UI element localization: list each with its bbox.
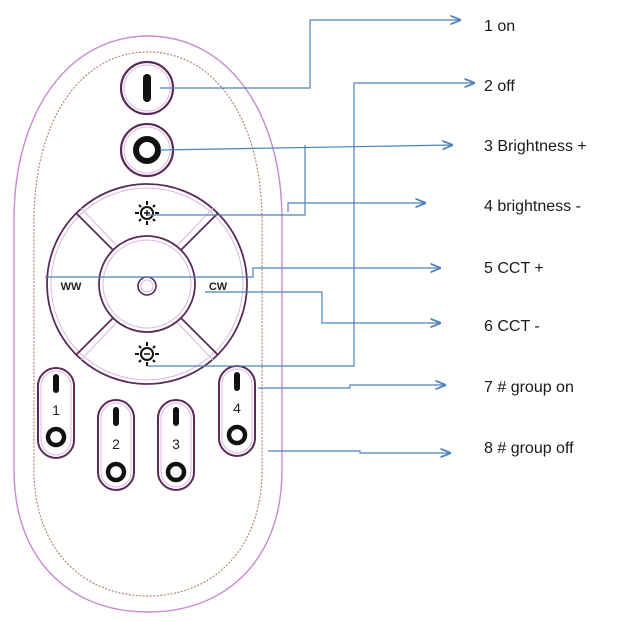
callout-arrow-6	[205, 291, 440, 323]
group-on-icon	[173, 407, 179, 426]
group-off-icon	[165, 461, 187, 483]
callout-arrow-7	[258, 385, 445, 388]
remote-inner-outline	[33, 51, 263, 597]
group-number: 3	[172, 436, 180, 452]
group-1-button[interactable]: 1	[37, 367, 75, 459]
label-cct-down: 6 CCT -	[484, 318, 540, 335]
group-off-icon	[226, 424, 248, 446]
center-button[interactable]	[137, 276, 157, 296]
group-number: 1	[52, 402, 60, 418]
sun-minus-icon	[135, 342, 159, 366]
cct-warm-button[interactable]: WW	[61, 281, 82, 293]
label-group-on: 7 # group on	[484, 379, 574, 396]
group-on-icon	[234, 372, 240, 391]
callout-arrow-4b	[287, 203, 425, 212]
label-group-off: 8 # group off	[484, 440, 574, 457]
group-4-button[interactable]: 4	[218, 365, 256, 457]
brightness-down-button[interactable]	[76, 318, 218, 385]
label-cct-up: 5 CCT +	[484, 260, 544, 277]
ww-label: WW	[61, 281, 82, 293]
callout-arrow-2	[147, 83, 474, 367]
remote-outer-outline	[13, 35, 283, 613]
callout-arrow-5	[45, 268, 440, 278]
group-3-button[interactable]: 3	[157, 399, 195, 491]
group-on-icon	[53, 374, 59, 393]
callout-arrow-1	[160, 20, 460, 89]
label-brightness-up: 3 Brightness +	[484, 138, 587, 155]
callout-arrow-3	[159, 145, 452, 151]
label-brightness-down: 4 brightness -	[484, 198, 581, 215]
group-number: 2	[112, 436, 120, 452]
group-off-icon	[45, 426, 67, 448]
cct-cool-button[interactable]: CW	[209, 281, 228, 293]
power-on-icon	[143, 74, 151, 102]
callout-arrow-8	[268, 451, 450, 453]
cw-label: CW	[209, 281, 228, 293]
group-number: 4	[233, 400, 241, 416]
group-on-icon	[113, 407, 119, 426]
group-2-button[interactable]: 2	[97, 399, 135, 491]
label-off: 2 off	[484, 78, 515, 95]
callout-arrow-4	[147, 145, 306, 216]
group-off-icon	[105, 461, 127, 483]
label-on: 1 on	[484, 18, 515, 35]
power-off-icon	[133, 136, 161, 164]
